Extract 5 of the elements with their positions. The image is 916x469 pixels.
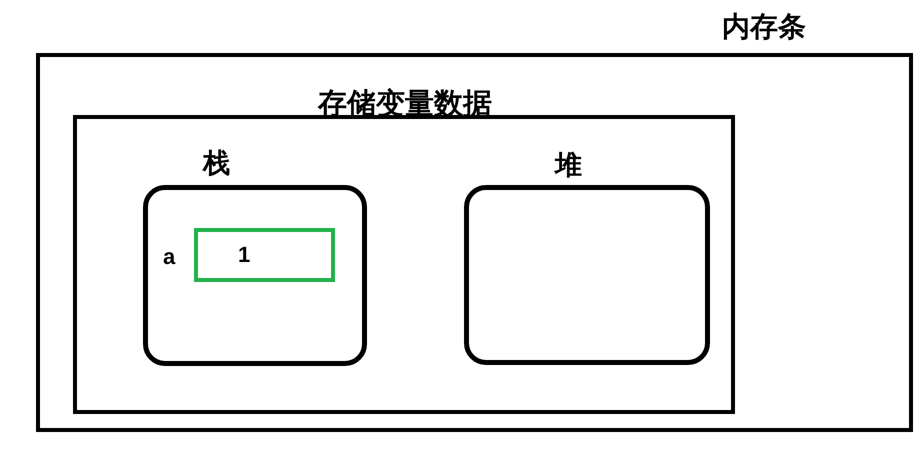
box-title: 堆 — [555, 152, 582, 179]
box-title: 内存条 — [722, 13, 806, 41]
variable-name: a — [163, 246, 176, 268]
value-slot: 1 — [194, 228, 335, 282]
box-title: 栈 — [203, 150, 230, 177]
